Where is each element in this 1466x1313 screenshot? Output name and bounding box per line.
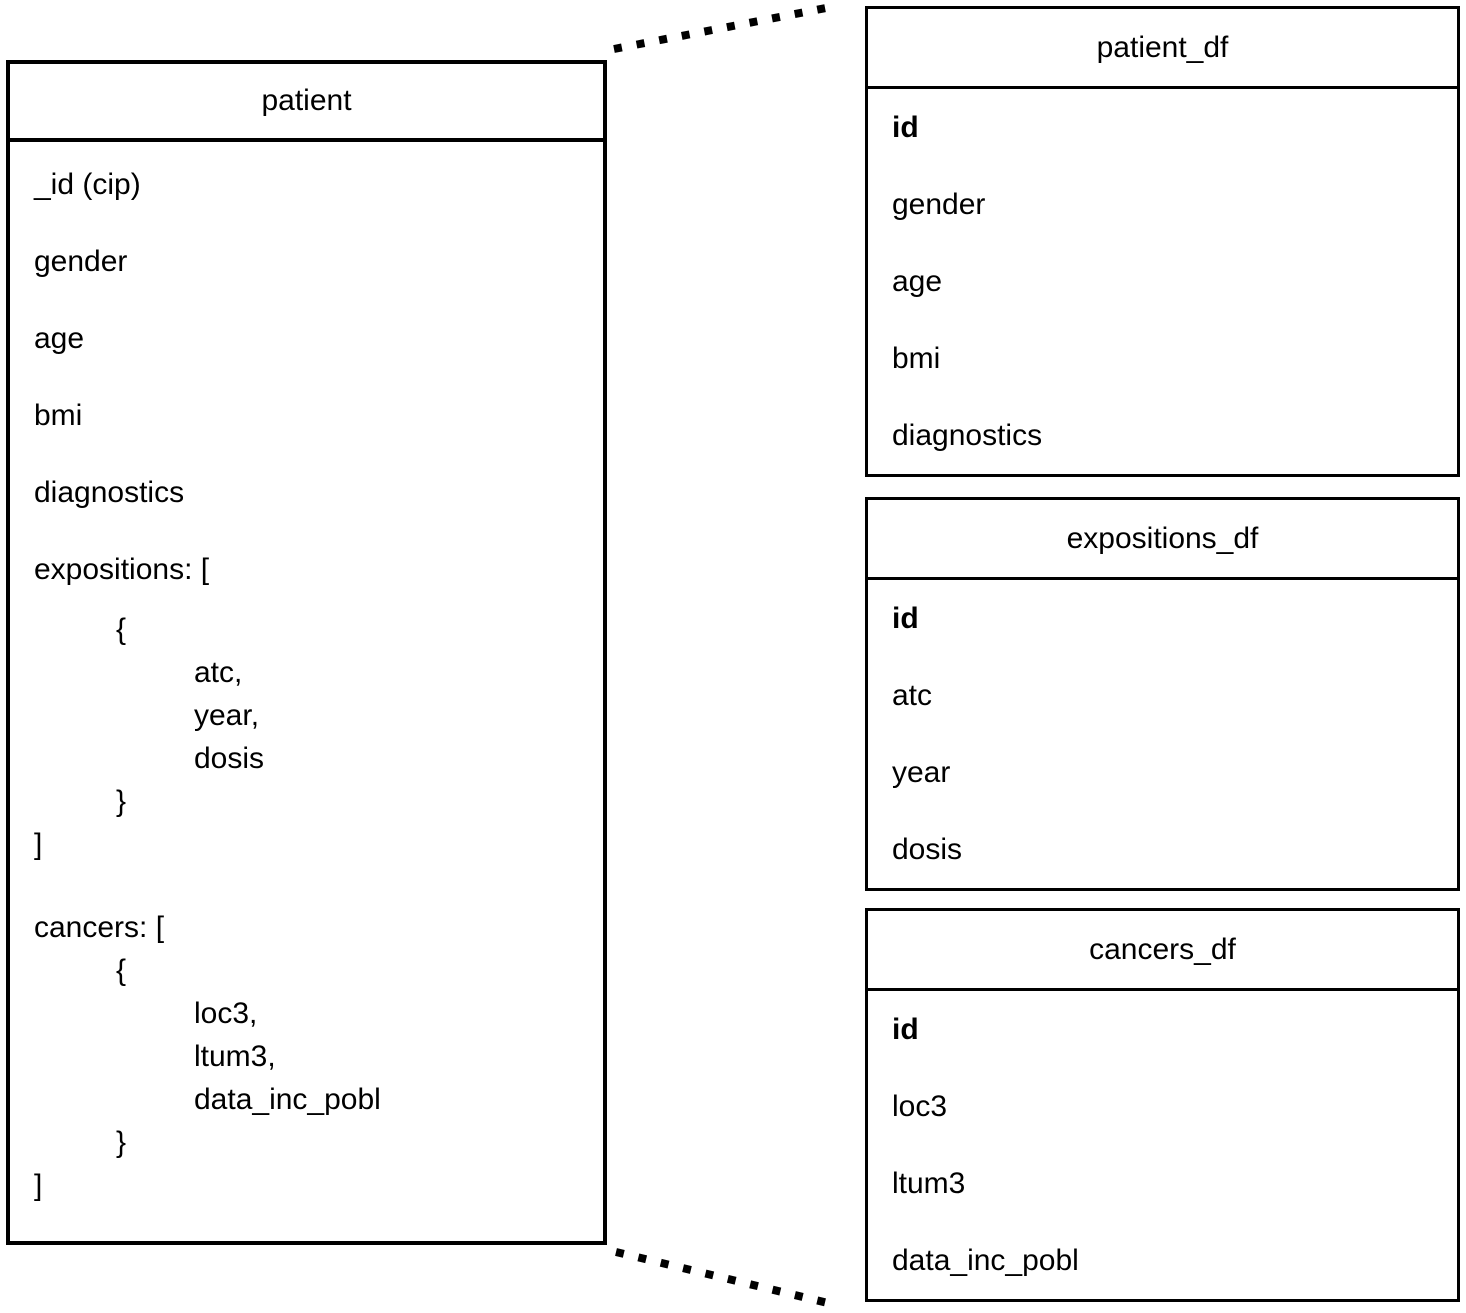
field-row: {	[116, 613, 127, 646]
field-row: }	[116, 785, 127, 818]
field-row: bmi	[34, 399, 83, 432]
dataframe-expositions-df-box: expositions_df id atc year dosis	[865, 497, 1460, 891]
field-row: atc,	[194, 656, 243, 689]
field-row: diagnostics	[34, 476, 185, 509]
field-row: data_inc_pobl	[892, 1244, 1079, 1277]
dataframe-cancers-df-body: id loc3 ltum3 data_inc_pobl	[868, 991, 1457, 1299]
field-row: id	[892, 602, 919, 635]
field-row: loc3	[892, 1090, 948, 1123]
field-row: dosis	[892, 833, 963, 866]
field-row: ]	[34, 828, 43, 861]
field-row: gender	[34, 245, 128, 278]
field-row: year,	[194, 699, 260, 732]
dataframe-patient-df-body: id gender age bmi diagnostics	[868, 89, 1457, 474]
entity-patient-box: patient _id (cip) gender age bmi diagnos…	[6, 60, 607, 1245]
entity-patient-title: patient	[10, 64, 603, 142]
dataframe-cancers-df-title: cancers_df	[868, 911, 1457, 991]
field-row: gender	[892, 188, 986, 221]
field-row: expositions: [	[34, 553, 210, 586]
field-row: age	[34, 322, 85, 355]
field-row: {	[116, 954, 127, 987]
dataframe-cancers-df-box: cancers_df id loc3 ltum3 data_inc_pobl	[865, 908, 1460, 1302]
field-row: _id (cip)	[34, 168, 141, 201]
dataframe-patient-df-title: patient_df	[868, 9, 1457, 89]
field-row: data_inc_pobl	[194, 1083, 381, 1116]
field-row: id	[892, 111, 919, 144]
field-row: dosis	[194, 742, 265, 775]
dataframe-patient-df-box: patient_df id gender age bmi diagnostics	[865, 6, 1460, 477]
entity-patient-body: _id (cip) gender age bmi diagnostics exp…	[10, 142, 603, 1207]
field-row: bmi	[892, 342, 941, 375]
dataframe-expositions-df-body: id atc year dosis	[868, 580, 1457, 888]
field-row: ltum3	[892, 1167, 966, 1200]
field-row: diagnostics	[892, 419, 1043, 452]
field-row: ]	[34, 1169, 43, 1202]
field-row: atc	[892, 679, 933, 712]
dataframe-expositions-df-title: expositions_df	[868, 500, 1457, 580]
field-row: }	[116, 1126, 127, 1159]
field-row: year	[892, 756, 951, 789]
field-row: age	[892, 265, 943, 298]
field-row: loc3,	[194, 997, 258, 1030]
field-row: cancers: [	[34, 911, 165, 944]
connector-dotted-bottom	[615, 1248, 833, 1308]
field-spacer	[34, 866, 603, 906]
field-row: ltum3,	[194, 1040, 276, 1073]
field-row: id	[892, 1013, 919, 1046]
connector-dotted-top	[613, 3, 832, 53]
